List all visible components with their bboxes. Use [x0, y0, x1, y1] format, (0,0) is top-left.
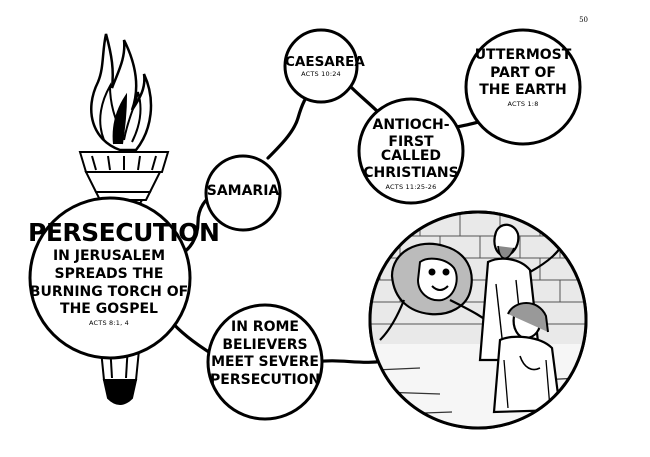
node-antioch-circle: [357, 97, 465, 205]
node-uttermost-ref: ACTS 1:8: [507, 100, 539, 109]
node-persecution-line: SPREADS THE: [54, 265, 164, 282]
page-number: 50: [579, 16, 588, 24]
node-antioch-line: FIRST CALLED: [380, 133, 442, 165]
node-uttermost-line: UTTERMOST: [474, 47, 572, 63]
node-uttermost-line: PART OF: [490, 64, 556, 81]
node-persecution-line: IN JERUSALEM: [52, 248, 166, 265]
node-rome-line: IN ROME: [231, 319, 299, 335]
martyrdom-illustration: [368, 210, 588, 430]
node-samaria-circle: [204, 154, 282, 232]
node-persecution-circle: [28, 196, 192, 360]
node-samaria-title: SAMARIA: [206, 183, 280, 199]
node-antioch: ANTIOCH- FIRST CALLED CHRISTIANS ACTS 11…: [356, 118, 466, 191]
node-rome-circle: [206, 303, 324, 421]
node-caesarea-circle: [283, 28, 359, 104]
node-rome-line: BELIEVERS: [222, 336, 308, 353]
node-antioch-line: CHRISTIANS: [363, 165, 459, 182]
connector-caesarea-antioch: [350, 86, 380, 114]
node-rome-line: MEET SEVERE: [211, 354, 319, 371]
node-rome: IN ROME BELIEVERS MEET SEVERE PERSECUTIO…: [210, 320, 320, 388]
node-persecution-ref: ACTS 8:1, 4: [89, 319, 129, 327]
node-uttermost-circle: [464, 28, 582, 146]
node-caesarea-ref: ACTS 10:24: [301, 70, 341, 79]
node-persecution-line: THE GOSPEL: [60, 301, 158, 318]
node-persecution-line: BURNING TORCH OF: [29, 283, 189, 300]
node-rome-line: PERSECUTION: [210, 372, 321, 389]
node-caesarea-title: CAESAREA: [285, 54, 365, 70]
node-uttermost-line: THE EARTH: [479, 82, 567, 99]
node-antioch-line: ANTIOCH-: [372, 117, 450, 133]
node-antioch-ref: ACTS 11:25-26: [385, 182, 437, 191]
node-samaria: SAMARIA: [206, 184, 280, 199]
node-persecution: PERSECUTION IN JERUSALEM SPREADS THE BUR…: [28, 218, 220, 327]
node-caesarea: CAESAREA ACTS 10:24: [285, 54, 365, 79]
connector-samaria-caesarea: [266, 88, 314, 160]
node-persecution-title: PERSECUTION: [28, 218, 220, 247]
node-uttermost: UTTERMOST PART OF THE EARTH ACTS 1:8: [470, 48, 576, 108]
